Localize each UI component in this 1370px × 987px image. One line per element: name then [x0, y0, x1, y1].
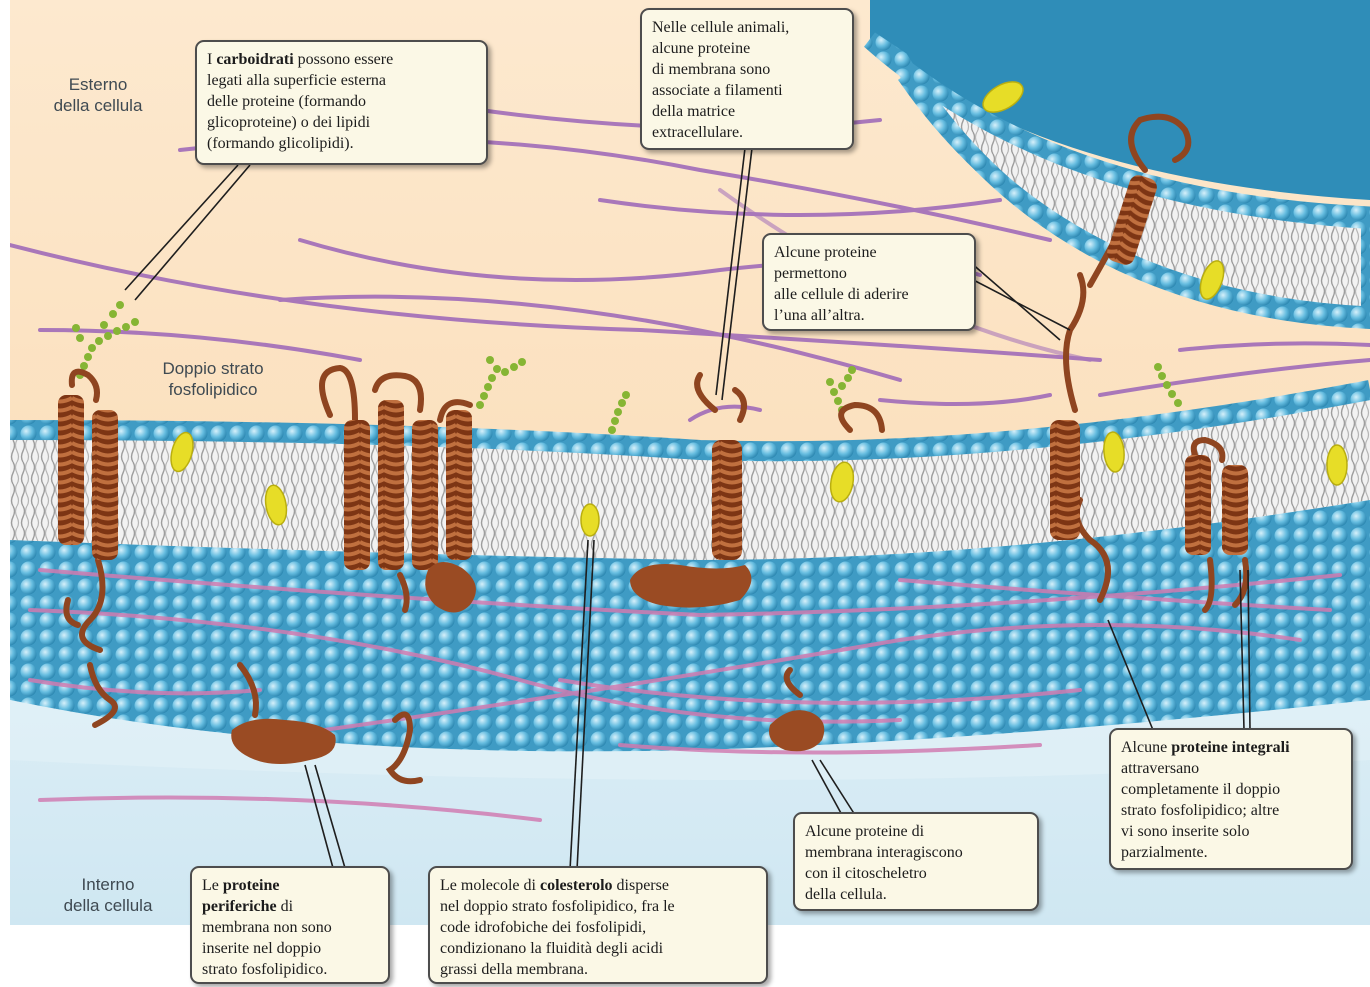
callout-text: possono essere	[294, 51, 394, 68]
callout-text: legati alla superficie esterna	[207, 72, 386, 89]
callout-line: completamente il doppio	[1121, 779, 1341, 800]
callout-line: alcune proteine	[652, 38, 842, 59]
callout-text: Le molecole di	[440, 877, 540, 894]
callout-text: Alcune proteine di	[805, 823, 924, 840]
label-outside-line2: della cellula	[28, 95, 168, 116]
callout-text: permettono	[774, 265, 847, 282]
callout-line: di membrana sono	[652, 59, 842, 80]
callout-line: delle proteine (formando	[207, 91, 476, 112]
callout-text: proteine integrali	[1171, 739, 1289, 756]
callout-text: con il citoscheletro	[805, 865, 927, 882]
callout-line: Alcune proteine integrali	[1121, 737, 1341, 758]
label-bilayer-line1: Doppio strato	[138, 358, 288, 379]
callout-text: vi sono inserite solo	[1121, 823, 1249, 840]
callout-line: della cellula.	[805, 884, 1027, 905]
callout-text: completamente il doppio	[1121, 781, 1280, 798]
callout-text: glicoproteine) o dei lipidi	[207, 114, 370, 131]
callout-text: nel doppio strato fosfolipidico, fra le	[440, 898, 675, 915]
callout-adhesion: Alcune proteine permettono alle cellule di…	[762, 233, 976, 331]
label-outside-line1: Esterno	[28, 74, 168, 95]
callout-text: condizionano la fluidità degli acidi	[440, 940, 663, 957]
callout-ecm: Nelle cellule animali, alcune proteine di …	[640, 8, 854, 150]
callout-line: I carboidrati possono essere	[207, 49, 476, 70]
callout-text: attraversano	[1121, 760, 1199, 777]
callout-text: periferiche	[202, 898, 277, 915]
callout-line: legati alla superficie esterna	[207, 70, 476, 91]
callout-line: periferiche di	[202, 896, 378, 917]
callout-text: associate a filamenti	[652, 82, 783, 99]
label-bilayer-line2: fosfolipidico	[138, 379, 288, 400]
label-inside-line2: della cellula	[38, 895, 178, 916]
callout-text: extracellulare.	[652, 124, 743, 141]
callout-line: vi sono inserite solo	[1121, 821, 1341, 842]
callout-line: membrana interagiscono	[805, 842, 1027, 863]
callout-text: parzialmente.	[1121, 844, 1208, 861]
callout-line: Nelle cellule animali,	[652, 17, 842, 38]
callout-text: carboidrati	[216, 51, 293, 68]
callout-text: proteine	[223, 877, 280, 894]
label-bilayer: Doppio strato fosfolipidico	[138, 358, 288, 400]
callout-text: di membrana sono	[652, 61, 770, 78]
callout-text: I	[207, 51, 216, 68]
callout-text: colesterolo	[540, 877, 613, 894]
callout-text: delle proteine (formando	[207, 93, 366, 110]
callout-integral-proteins: Alcune proteine integrali attraversano com…	[1109, 728, 1353, 870]
label-inside-line1: Interno	[38, 874, 178, 895]
callout-line: alle cellule di aderire	[774, 284, 964, 305]
callout-line: Le proteine	[202, 875, 378, 896]
callout-text: strato fosfolipidico.	[202, 961, 327, 978]
callout-text: alcune proteine	[652, 40, 750, 57]
callout-line: condizionano la fluidità degli acidi	[440, 938, 756, 959]
callout-line: inserite nel doppio	[202, 938, 378, 959]
callout-line: permettono	[774, 263, 964, 284]
callout-line: Le molecole di colesterolo disperse	[440, 875, 756, 896]
callout-text: Alcune	[1121, 739, 1171, 756]
label-inside-cell: Interno della cellula	[38, 874, 178, 916]
callout-text: alle cellule di aderire	[774, 286, 909, 303]
callout-text: code idrofobiche dei fosfolipidi,	[440, 919, 646, 936]
callout-line: strato fosfolipidico; altre	[1121, 800, 1341, 821]
callout-text: inserite nel doppio	[202, 940, 321, 957]
callout-text: (formando glicolipidi).	[207, 135, 354, 152]
callout-text: Le	[202, 877, 223, 894]
callout-line: l’una all’altra.	[774, 305, 964, 326]
callout-line: con il citoscheletro	[805, 863, 1027, 884]
label-outside-cell: Esterno della cellula	[28, 74, 168, 116]
callout-line: nel doppio strato fosfolipidico, fra le	[440, 896, 756, 917]
callout-line: membrana non sono	[202, 917, 378, 938]
callout-text: Nelle cellule animali,	[652, 19, 789, 36]
callout-line: della matrice	[652, 101, 842, 122]
callout-text: strato fosfolipidico; altre	[1121, 802, 1279, 819]
callout-text: membrana non sono	[202, 919, 332, 936]
callout-cholesterol: Le molecole di colesterolo disperse nel d…	[428, 866, 768, 984]
callout-line: associate a filamenti	[652, 80, 842, 101]
callout-line: Alcune proteine	[774, 242, 964, 263]
callout-line: code idrofobiche dei fosfolipidi,	[440, 917, 756, 938]
callout-text: della matrice	[652, 103, 735, 120]
callout-line: parzialmente.	[1121, 842, 1341, 863]
callout-line: grassi della membrana.	[440, 959, 756, 980]
callout-line: attraversano	[1121, 758, 1341, 779]
callout-text: di	[277, 898, 293, 915]
callout-text: Alcune proteine	[774, 244, 877, 261]
callout-line: extracellulare.	[652, 122, 842, 143]
callout-line: glicoproteine) o dei lipidi	[207, 112, 476, 133]
callout-cytoskeleton: Alcune proteine di membrana interagiscono…	[793, 812, 1039, 911]
callout-carbohydrates: I carboidrati possono essere legati alla …	[195, 40, 488, 165]
callout-text: grassi della membrana.	[440, 961, 588, 978]
callout-text: membrana interagiscono	[805, 844, 963, 861]
callout-line: Alcune proteine di	[805, 821, 1027, 842]
callout-text: l’una all’altra.	[774, 307, 865, 324]
callout-text: disperse	[613, 877, 669, 894]
callout-line: strato fosfolipidico.	[202, 959, 378, 980]
callout-text: della cellula.	[805, 886, 887, 903]
callout-line: (formando glicolipidi).	[207, 133, 476, 154]
